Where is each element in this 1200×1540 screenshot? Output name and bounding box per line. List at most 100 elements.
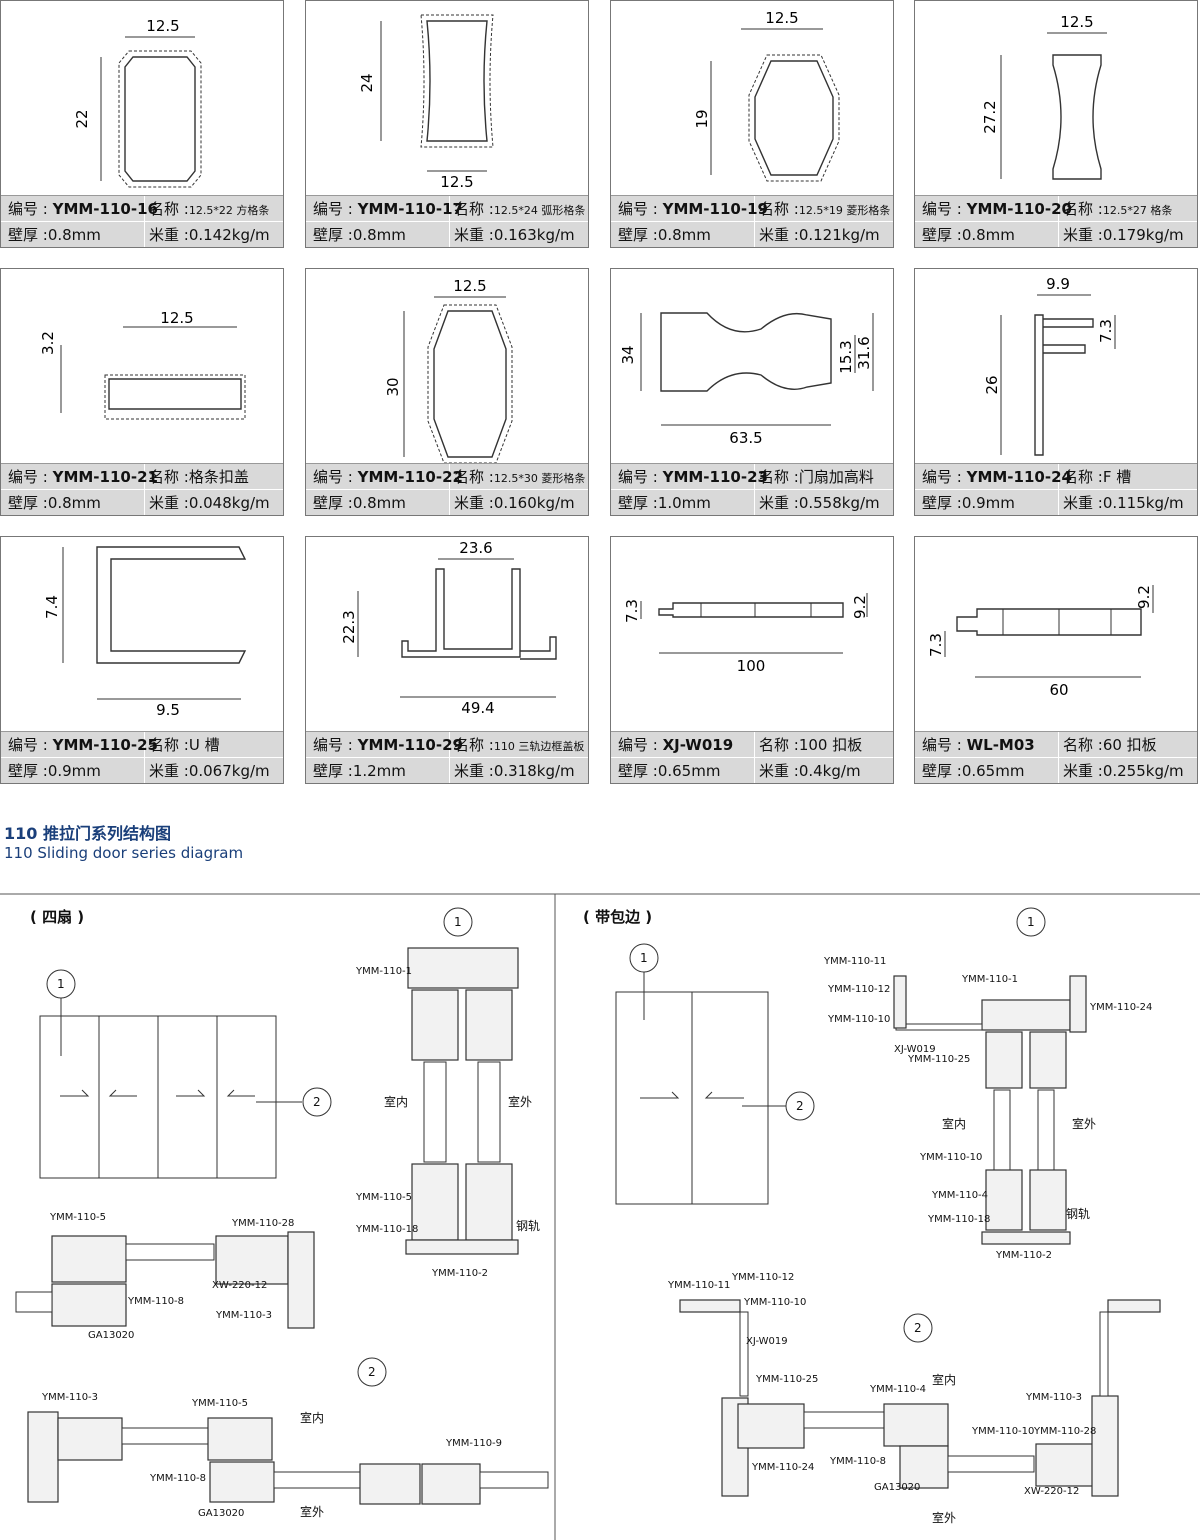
profile-thickness: 0.8mm <box>47 226 101 244</box>
thickness-label: 壁厚 : <box>8 226 48 244</box>
profile-weight: 0.179kg/m <box>1102 226 1184 244</box>
name-label: 名称 : <box>454 468 494 486</box>
dimension-label: 9.2 <box>1135 585 1153 609</box>
profile-thickness: 1.0mm <box>657 494 711 512</box>
profile-drawing: 9.27.360 <box>927 585 1154 699</box>
code-label: 编号 : <box>313 468 358 486</box>
profile-code: YMM-110-17 <box>357 200 463 218</box>
profile-weight: 0.121kg/m <box>798 226 880 244</box>
svg-text:2: 2 <box>914 1321 922 1335</box>
svg-text:YMM-110-18: YMM-110-18 <box>355 1224 418 1235</box>
profile-weight: 0.558kg/m <box>798 494 880 512</box>
profile-name: 12.5*19 菱形格条 <box>798 204 891 217</box>
svg-text:钢轨: 钢轨 <box>1066 1207 1090 1221</box>
svg-text:YMM-110-8: YMM-110-8 <box>829 1456 886 1467</box>
dimension-label: 23.6 <box>459 539 492 557</box>
code-label: 编号 : <box>313 736 358 754</box>
dimension-label: 31.6 <box>855 336 873 369</box>
thickness-label: 壁厚 : <box>313 762 353 780</box>
profile-thickness: 0.8mm <box>352 494 406 512</box>
profile-name: 60 扣板 <box>1102 736 1157 754</box>
name-label: 名称 : <box>149 736 189 754</box>
svg-text:YMM-110-28: YMM-110-28 <box>1033 1426 1096 1437</box>
code-label: 编号 : <box>618 736 663 754</box>
dimension-label: 100 <box>737 657 766 675</box>
profile-info: 编号 : YMM-110-24 名称 :F 槽 壁厚 :0.9mm 米重 :0.… <box>915 463 1197 515</box>
svg-text:GA13020: GA13020 <box>88 1330 134 1341</box>
dimension-label: 12.5 <box>440 173 473 191</box>
profile-code: XJ-W019 <box>662 736 734 754</box>
profile-code: YMM-110-21 <box>52 468 158 486</box>
svg-text:XW-220-12: XW-220-12 <box>212 1280 267 1291</box>
svg-text:室外: 室外 <box>300 1504 324 1519</box>
profile-code: WL-M03 <box>966 736 1035 754</box>
profile-name: 110 三轨边框盖板 <box>493 740 585 753</box>
svg-text:YMM-110-24: YMM-110-24 <box>751 1462 814 1473</box>
name-label: 名称 : <box>149 200 189 218</box>
profile-drawing: 7.49.5 <box>43 546 247 719</box>
thickness-label: 壁厚 : <box>8 762 48 780</box>
svg-text:YMM-110-3: YMM-110-3 <box>41 1392 98 1403</box>
svg-text:YMM-110-11: YMM-110-11 <box>823 956 886 967</box>
svg-text:YMM-110-25: YMM-110-25 <box>907 1054 970 1065</box>
dimension-label: 7.3 <box>1097 319 1115 343</box>
weight-label: 米重 : <box>1063 762 1103 780</box>
profile-info: 编号 : YMM-110-17 名称 :12.5*24 弧形格条 壁厚 :0.8… <box>306 195 588 247</box>
label-steel-rail: 钢轨 <box>516 1219 540 1233</box>
profile-drawing: 3.212.5 <box>39 309 246 420</box>
profile-name: 12.5*30 菱形格条 <box>493 472 586 485</box>
profile-name: 12.5*24 弧形格条 <box>493 204 586 217</box>
svg-text:2: 2 <box>796 1099 804 1113</box>
dimension-label: 7.3 <box>623 599 641 623</box>
marker-2: 2 <box>313 1095 321 1109</box>
svg-text:YMM-110-3: YMM-110-3 <box>215 1310 272 1321</box>
profile-weight: 0.048kg/m <box>188 494 270 512</box>
profile-drawing: 23.622.349.4 <box>340 539 557 717</box>
weight-label: 米重 : <box>149 762 189 780</box>
weight-label: 米重 : <box>1063 226 1103 244</box>
profile-info: 编号 : YMM-110-25 名称 :U 槽 壁厚 :0.9mm 米重 :0.… <box>1 731 283 783</box>
profile-code: YMM-110-29 <box>357 736 463 754</box>
svg-text:YMM-110-5: YMM-110-5 <box>355 1192 412 1203</box>
profile-weight: 0.4kg/m <box>798 762 861 780</box>
profile-thickness: 0.8mm <box>657 226 711 244</box>
profile-drawing: 9.97.326 <box>983 275 1116 456</box>
profile-drawing: 12.527.2 <box>981 13 1107 180</box>
profile-code: YMM-110-20 <box>966 200 1072 218</box>
profile-drawing: 12.519 <box>693 9 840 182</box>
profile-info: 编号 : WL-M03 名称 :60 扣板 壁厚 :0.65mm 米重 :0.2… <box>915 731 1197 783</box>
code-label: 编号 : <box>8 200 53 218</box>
thickness-label: 壁厚 : <box>922 762 962 780</box>
svg-text:YMM-110-10: YMM-110-10 <box>919 1152 982 1163</box>
svg-text:YMM-110-1: YMM-110-1 <box>961 974 1018 985</box>
dimension-label: 7.4 <box>43 595 61 619</box>
name-label: 名称 : <box>759 200 799 218</box>
profile-info: 编号 : XJ-W019 名称 :100 扣板 壁厚 :0.65mm 米重 :0… <box>611 731 893 783</box>
svg-text:YMM-110-8: YMM-110-8 <box>149 1473 206 1484</box>
weight-label: 米重 : <box>454 762 494 780</box>
name-label: 名称 : <box>759 468 799 486</box>
dimension-label: 22.3 <box>340 610 358 643</box>
svg-text:YMM-110-5: YMM-110-5 <box>191 1398 248 1409</box>
dimension-label: 3.2 <box>39 331 57 355</box>
profile-code: YMM-110-19 <box>662 200 768 218</box>
profile-code: YMM-110-25 <box>52 736 158 754</box>
code-label: 编号 : <box>8 468 53 486</box>
dimension-label: 19 <box>693 109 711 128</box>
profile-name: 12.5*27 格条 <box>1102 204 1173 217</box>
weight-label: 米重 : <box>759 226 799 244</box>
right-vertical-section: 1 YMM-110-11 YMM-110-12 YMM-110-10 XJ-W0… <box>823 907 1152 1261</box>
right-horizontal-section: 2 YMM-110-11 YMM-110-12 YMM-110-10 XJ-W0… <box>667 1272 1161 1525</box>
thickness-label: 壁厚 : <box>8 494 48 512</box>
thickness-label: 壁厚 : <box>922 494 962 512</box>
svg-text:室外: 室外 <box>932 1510 956 1525</box>
dimension-label: 27.2 <box>981 100 999 133</box>
name-label: 名称 : <box>1063 736 1103 754</box>
